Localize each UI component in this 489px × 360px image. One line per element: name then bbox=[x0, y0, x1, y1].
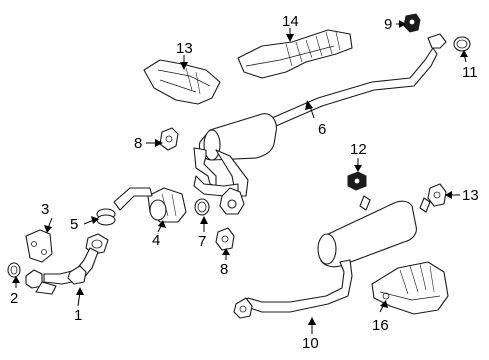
callout-11: 11 bbox=[462, 64, 478, 81]
callout-8-lower: 8 bbox=[220, 261, 228, 278]
callout-labels: 13 14 9 11 6 8 12 13 3 5 4 7 8 10 16 1 2 bbox=[10, 13, 479, 352]
gasket-5[interactable] bbox=[96, 208, 116, 226]
heat-shield-rear[interactable] bbox=[371, 261, 449, 315]
callout-7: 7 bbox=[198, 233, 206, 250]
callout-13: 13 bbox=[462, 187, 479, 204]
catalytic-converter[interactable] bbox=[113, 187, 187, 223]
gasket-ring[interactable] bbox=[453, 36, 471, 52]
hanger-9[interactable] bbox=[403, 13, 421, 33]
bracket-3[interactable] bbox=[25, 229, 53, 263]
front-exhaust-pipe[interactable] bbox=[25, 233, 109, 295]
callout-15: 14 bbox=[282, 13, 299, 30]
callout-10: 10 bbox=[302, 335, 319, 352]
callout-12: 12 bbox=[350, 141, 367, 158]
callout-9: 9 bbox=[384, 16, 392, 33]
gasket-2[interactable] bbox=[7, 262, 21, 278]
callout-1: 1 bbox=[74, 307, 82, 324]
hanger-12[interactable] bbox=[347, 171, 367, 191]
leader-lines bbox=[12, 20, 468, 334]
callout-8-upper: 8 bbox=[134, 135, 142, 152]
callout-16: 16 bbox=[372, 317, 389, 334]
hanger-8-lower[interactable] bbox=[215, 227, 235, 251]
rear-muffler[interactable] bbox=[233, 195, 431, 319]
heat-shield-upper[interactable] bbox=[237, 29, 353, 79]
callout-5: 5 bbox=[70, 216, 78, 233]
callout-14: 13 bbox=[176, 40, 193, 57]
callout-6: 6 bbox=[318, 121, 326, 138]
gasket-7[interactable] bbox=[194, 198, 210, 216]
heat-shield-center[interactable] bbox=[143, 59, 221, 105]
center-pipe-resonator[interactable] bbox=[193, 33, 447, 215]
callout-3: 3 bbox=[41, 201, 49, 218]
callout-4: 4 bbox=[152, 232, 160, 249]
hanger-8-upper[interactable] bbox=[159, 127, 179, 151]
hanger-13[interactable] bbox=[427, 183, 447, 207]
callout-2: 2 bbox=[10, 290, 18, 307]
